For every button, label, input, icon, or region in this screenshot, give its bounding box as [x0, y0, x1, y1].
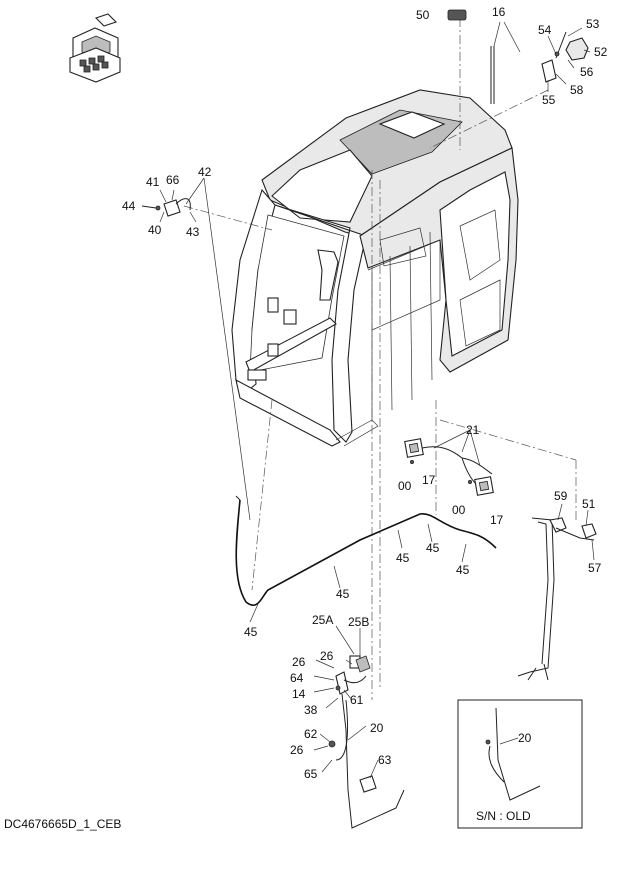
part-42-connector — [141, 177, 251, 521]
leader-lines — [183, 18, 577, 700]
callout-50: 50 — [416, 8, 430, 22]
callout-45d: 45 — [336, 587, 350, 601]
part-16-antenna — [447, 9, 521, 104]
callout-58: 58 — [570, 83, 584, 97]
inset-callout-20: 20 — [518, 731, 532, 745]
callout-65: 65 — [304, 767, 318, 781]
callout-25a: 25A — [312, 613, 333, 627]
callout-45e: 45 — [244, 625, 258, 639]
cab-orientation-thumbnail-icon — [69, 13, 121, 83]
part-17-speaker — [404, 429, 494, 496]
callout-42: 42 — [198, 165, 212, 179]
part-59-pillar-harness — [517, 503, 597, 681]
callout-45b: 45 — [426, 541, 440, 555]
callout-38: 38 — [304, 703, 318, 717]
callout-26b: 26 — [320, 649, 334, 663]
callout-64: 64 — [290, 671, 304, 685]
callout-14: 14 — [292, 687, 306, 701]
callout-51: 51 — [582, 497, 596, 511]
callout-45c: 45 — [456, 563, 470, 577]
callout-53: 53 — [586, 17, 600, 31]
callout-43: 43 — [186, 225, 200, 239]
callout-66: 66 — [166, 173, 180, 187]
callout-45a: 45 — [396, 551, 410, 565]
callout-17a: 17 — [422, 473, 436, 487]
callout-labels: 50 16 54 53 52 56 58 55 41 66 42 44 40 4… — [122, 5, 608, 823]
callout-26c: 26 — [290, 743, 304, 757]
callout-17b: 17 — [490, 513, 504, 527]
part-20-harness — [313, 625, 405, 829]
callout-63: 63 — [378, 753, 392, 767]
part-45-cable — [235, 495, 497, 623]
inset-caption: S/N : OLD — [476, 809, 531, 823]
part-52-bracket — [541, 27, 591, 92]
callout-25b: 25B — [348, 615, 369, 629]
callout-55: 55 — [542, 93, 556, 107]
callout-20: 20 — [370, 721, 384, 735]
callout-40: 40 — [148, 223, 162, 237]
diagram-id: DC4676665D_1_CEB — [4, 817, 121, 831]
callout-56: 56 — [580, 65, 594, 79]
callout-61: 61 — [350, 693, 364, 707]
callout-59: 59 — [554, 489, 568, 503]
callout-26a: 26 — [292, 655, 306, 669]
callout-00b: 00 — [452, 503, 466, 517]
callout-16: 16 — [492, 5, 506, 19]
callout-21: 21 — [466, 423, 480, 437]
callout-62: 62 — [304, 727, 318, 741]
callout-00a: 00 — [398, 479, 412, 493]
inset-old-serial — [457, 699, 583, 829]
callout-41: 41 — [146, 175, 160, 189]
callout-57: 57 — [588, 561, 602, 575]
callout-54: 54 — [538, 23, 552, 37]
cab-frame — [231, 89, 519, 447]
callout-52: 52 — [594, 45, 608, 59]
callout-44: 44 — [122, 199, 136, 213]
